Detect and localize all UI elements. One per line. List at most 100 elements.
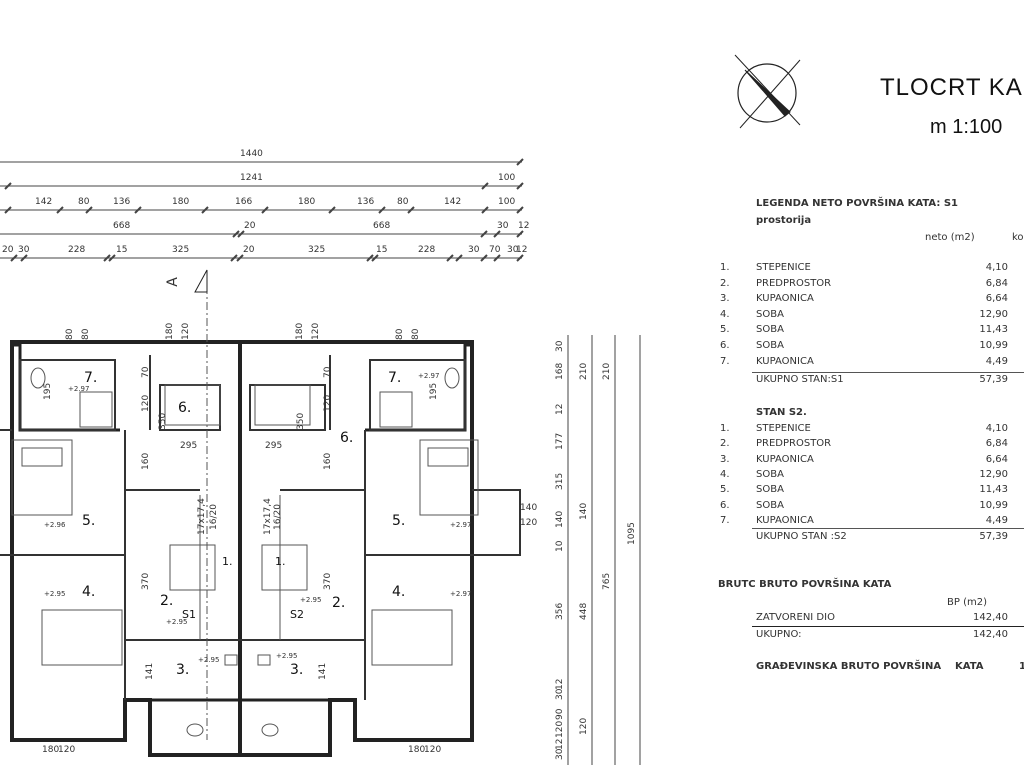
dimension-label: 140: [579, 503, 589, 520]
legend-row-number: 1.: [720, 262, 730, 273]
dimension-label: 80: [397, 197, 409, 207]
section-marker-icon: [194, 269, 208, 293]
legend-col-net: neto (m2): [925, 232, 975, 243]
legend-row-value: 4,49: [985, 514, 1008, 526]
dimension-label: 12: [555, 404, 565, 415]
bruto-heading: BRUTC BRUTO POVRŠINA KATA: [718, 579, 892, 590]
room-label: 4.: [82, 584, 96, 600]
dimension-label: 30: [555, 688, 565, 700]
legend-row-value: 4,49: [985, 355, 1008, 367]
legend-row-name: STEPENICE: [756, 423, 811, 434]
s1-total-value: 57,39: [979, 374, 1008, 385]
dimension-label: 180: [298, 197, 315, 207]
dimension-label: 1440: [240, 149, 263, 159]
plan-dimension-label: 80: [395, 328, 405, 340]
dimension-tick: [20, 254, 28, 262]
section-marker-label: A: [164, 277, 181, 287]
legend-row-number: 3.: [720, 293, 730, 305]
plan-dimension-label: 80: [65, 328, 75, 340]
dimension-tick: [261, 206, 269, 214]
dimension-tick: [481, 182, 489, 190]
room-label: 7.: [388, 370, 402, 386]
gbp-label: GRAĐEVINSKA BRUTO POVRŠINA: [756, 661, 942, 672]
dimension-label: 180: [172, 197, 189, 207]
dimension-tick: [201, 206, 209, 214]
legend-row-number: 7.: [720, 355, 730, 367]
legend-row-name: KUPAONICA: [756, 453, 814, 465]
drawing-title: TLOCRT KA: [880, 74, 1023, 101]
dimension-tick: [103, 254, 111, 262]
dimension-label: 15: [116, 245, 127, 255]
legend-row-name: KUPAONICA: [756, 293, 814, 305]
dimension-tick: [516, 254, 524, 262]
dimension-label: 210: [579, 363, 589, 380]
dimension-tick: [493, 254, 501, 262]
dimension-label: 30: [497, 221, 509, 231]
legend-row-name: SOBA: [756, 468, 784, 480]
dimension-label: 30: [555, 748, 565, 760]
dimension-tick: [371, 254, 379, 262]
legend-row-number: 2.: [720, 277, 730, 289]
dimension-tick: [4, 206, 12, 214]
plan-dimension-label: 295: [180, 441, 197, 451]
dimension-label: 356: [555, 603, 565, 620]
dimension-label: 1095: [627, 522, 637, 545]
dimension-tick: [236, 254, 244, 262]
dimension-label: 100: [498, 197, 515, 207]
legend-col-extra: ko: [1012, 232, 1024, 243]
legend-row-number: 4.: [720, 468, 730, 480]
dimension-label: 20: [244, 221, 256, 231]
dimension-label: 15: [376, 245, 387, 255]
plan-dimension-label: 180: [295, 323, 305, 340]
legend-row-value: 6,64: [985, 293, 1008, 305]
dimension-tick: [481, 206, 489, 214]
dimension-label: 448: [579, 603, 589, 620]
room-label: 5.: [392, 513, 406, 529]
plan-dimension-label: 70: [141, 366, 151, 378]
plan-dimension-label: 370: [323, 573, 333, 590]
dimension-tick: [516, 182, 524, 190]
legend-row-name: SOBA: [756, 340, 784, 351]
plan-dimension-label: 17x17,4: [263, 498, 273, 535]
dimension-label: 30: [555, 340, 565, 352]
legend-row-value: 11,43: [979, 484, 1008, 496]
dimension-label: 166: [235, 197, 252, 207]
interior-walls: [0, 355, 521, 700]
dimension-label: 30: [18, 245, 30, 255]
dimension-label: 120: [579, 718, 589, 735]
dimension-tick: [232, 230, 240, 238]
dimension-tick: [85, 206, 93, 214]
plan-dimension-label: 350: [296, 413, 306, 430]
legend-row-number: 6.: [720, 499, 730, 511]
dimension-tick: [328, 206, 336, 214]
dimension-label: 30: [507, 245, 519, 255]
dimension-label: 210: [602, 363, 612, 380]
dimension-tick: [4, 182, 12, 190]
plan-dimension-label: 80: [81, 328, 91, 340]
legend-row-number: 5.: [720, 484, 730, 496]
legend-row-name: PREDPROSTOR: [756, 438, 832, 450]
dimension-tick: [480, 230, 488, 238]
dimension-tick: [516, 206, 524, 214]
dimension-tick: [516, 230, 524, 238]
plan-dimension-label: 70: [323, 366, 333, 378]
level-mark: +2.95: [44, 590, 66, 598]
level-mark: +2.95: [276, 652, 298, 660]
dimension-label: 12: [518, 221, 529, 231]
dimension-label: 30: [468, 245, 480, 255]
legend-row-value: 4,10: [985, 262, 1008, 273]
level-mark: +2.95: [166, 618, 188, 626]
dimension-label: 12: [555, 679, 565, 690]
dimension-label: 140: [555, 511, 565, 528]
north-arrow-icon: [734, 54, 801, 129]
legend-row-value: 12,90: [979, 468, 1008, 480]
plan-dimension-label: 370: [141, 573, 151, 590]
bruto-row-label: UKUPNO:: [756, 629, 802, 640]
dimension-label: 70: [489, 245, 501, 255]
plan-dimension-label: 120: [323, 395, 333, 412]
level-mark: +2.95: [198, 656, 220, 664]
dimension-label: 142: [444, 197, 461, 207]
level-mark: +2.97: [450, 590, 472, 598]
plan-dimension-label: 17x17,4: [197, 498, 207, 535]
